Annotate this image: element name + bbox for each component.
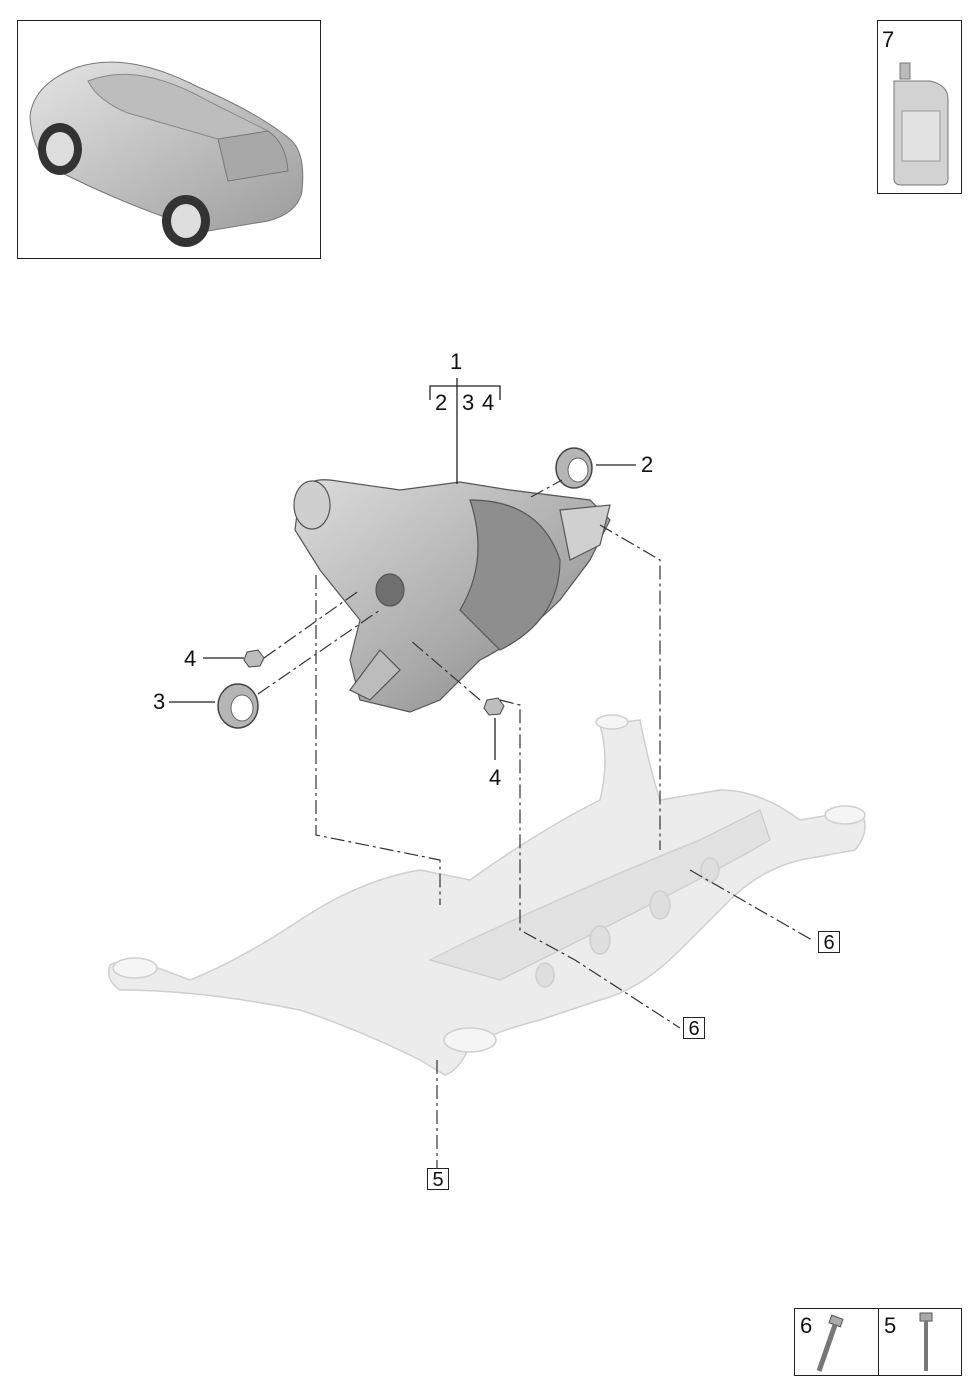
oil-bottle-number: 7	[882, 27, 895, 52]
rear-differential	[293, 479, 611, 713]
bolt-6-number: 6	[800, 1313, 813, 1338]
callout-part-6-lower: 6	[683, 1017, 705, 1040]
callout-part-2: 2	[641, 452, 654, 477]
callout-part-1: 1	[450, 349, 463, 374]
oil-bottle-icon	[893, 62, 949, 186]
seal-ring-2	[555, 447, 593, 489]
leader-lines	[169, 378, 636, 760]
callout-part-4-right: 4	[489, 765, 502, 790]
plug-4-left	[243, 649, 265, 668]
rear-subframe	[108, 714, 866, 1076]
bolt-inset-frame: 6 5	[794, 1308, 962, 1376]
bolt-5-number: 5	[884, 1313, 897, 1338]
callout-group-4: 4	[482, 390, 495, 415]
callout-group-2: 2	[435, 390, 448, 415]
bolt-icons	[816, 1312, 933, 1372]
bolt-5-icon	[919, 1312, 933, 1371]
callout-part-4-left: 4	[184, 646, 197, 671]
bolt-6-icon	[816, 1314, 844, 1372]
callout-part-6-upper: 6	[818, 931, 840, 954]
vehicle-illustration	[29, 61, 304, 247]
oil-bottle-frame: 7	[877, 20, 962, 194]
installation-lines	[257, 479, 813, 1168]
plug-4-right	[483, 697, 505, 716]
vehicle-thumbnail-frame	[17, 20, 321, 259]
bolt-inset-divider	[878, 1309, 879, 1375]
callout-group-3: 3	[462, 390, 475, 415]
seal-ring-3	[217, 683, 259, 729]
callout-part-3: 3	[153, 689, 166, 714]
callout-part-5: 5	[427, 1168, 449, 1191]
